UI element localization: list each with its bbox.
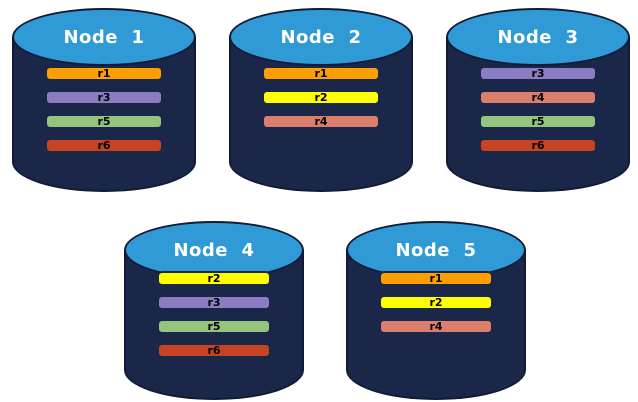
- replica-list: r3 r4 r5 r6: [446, 66, 630, 162]
- cylinder-top: Node 2: [229, 8, 413, 66]
- bottom-row: Node 4 r2 r3 r5 r6 Node 5 r1 r2 r4: [124, 221, 526, 400]
- node-label: Node 5: [395, 239, 477, 261]
- replica-bar-r6: r6: [45, 138, 163, 153]
- replica-bar-r1: r1: [379, 271, 493, 286]
- node-2: Node 2 r1 r2 r4: [229, 8, 413, 192]
- replica-list: r2 r3 r5 r6: [124, 271, 304, 367]
- replica-list: r1 r2 r4: [229, 66, 413, 138]
- replica-bar-r3: r3: [45, 90, 163, 105]
- node-1: Node 1 r1 r3 r5 r6: [12, 8, 196, 192]
- node-label: Node 1: [63, 26, 145, 48]
- replica-bar-r4: r4: [379, 319, 493, 334]
- cylinder-top: Node 1: [12, 8, 196, 66]
- node-label: Node 3: [497, 26, 579, 48]
- node-3: Node 3 r3 r4 r5 r6: [446, 8, 630, 192]
- replica-bar-r4: r4: [262, 114, 380, 129]
- node-label: Node 4: [173, 239, 255, 261]
- replica-list: r1 r2 r4: [346, 271, 526, 343]
- replica-bar-r1: r1: [262, 66, 380, 81]
- replica-list: r1 r3 r5 r6: [12, 66, 196, 162]
- node-5: Node 5 r1 r2 r4: [346, 221, 526, 400]
- replica-bar-r2: r2: [262, 90, 380, 105]
- replica-bar-r6: r6: [157, 343, 271, 358]
- replica-bar-r3: r3: [479, 66, 597, 81]
- cylinder-top: Node 3: [446, 8, 630, 66]
- cylinder-top: Node 4: [124, 221, 304, 279]
- replica-bar-r6: r6: [479, 138, 597, 153]
- replica-bar-r4: r4: [479, 90, 597, 105]
- cylinder-top: Node 5: [346, 221, 526, 279]
- node-4: Node 4 r2 r3 r5 r6: [124, 221, 304, 400]
- replica-bar-r5: r5: [45, 114, 163, 129]
- replica-bar-r5: r5: [479, 114, 597, 129]
- replica-bar-r2: r2: [379, 295, 493, 310]
- replica-bar-r5: r5: [157, 319, 271, 334]
- replica-bar-r2: r2: [157, 271, 271, 286]
- node-label: Node 2: [280, 26, 362, 48]
- replica-bar-r3: r3: [157, 295, 271, 310]
- replica-bar-r1: r1: [45, 66, 163, 81]
